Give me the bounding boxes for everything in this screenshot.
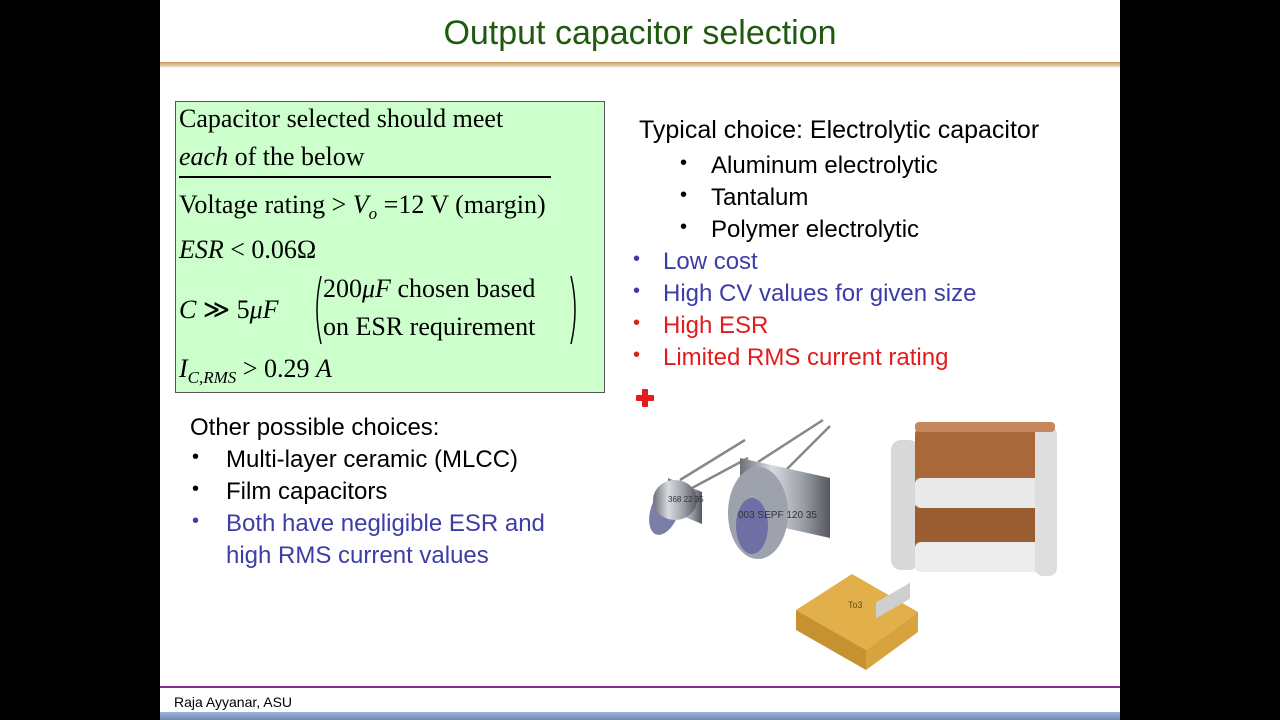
other-item-2: Film capacitors xyxy=(226,478,388,505)
esr-var: ESR xyxy=(179,235,224,264)
note-rest: chosen based xyxy=(390,274,536,303)
large-cap-marking: 003 SEPF 120 35 xyxy=(738,510,817,521)
voltage-var: V xyxy=(352,190,369,219)
requirements-intro-line1: Capacitor selected should meet xyxy=(179,104,504,133)
type-bullet-1: • xyxy=(680,152,688,174)
irms-var: I xyxy=(179,354,188,383)
voltage-sub: o xyxy=(368,204,378,224)
typical-heading: Typical choice: Electrolytic capacitor xyxy=(639,116,1040,144)
tantalum-capacitor-image: To3 xyxy=(796,574,918,670)
note-value: 200 xyxy=(323,274,362,303)
left-paren-icon xyxy=(316,275,322,345)
irms-sub: C,RMS xyxy=(187,368,237,388)
other-note-line2: high RMS current values xyxy=(226,542,489,569)
requirements-divider xyxy=(179,176,551,178)
pro-bullet-1: • xyxy=(633,248,641,270)
c-unit: μF xyxy=(249,295,279,324)
irms-value: > 0.29 xyxy=(236,354,316,383)
voltage-value: =12 V (margin) xyxy=(377,190,546,219)
capacitance-requirement: C ≫ 5μF xyxy=(179,295,279,325)
note-line2: on ESR requirement xyxy=(323,312,536,341)
con-item-2: Limited RMS current rating xyxy=(663,344,949,371)
esr-value: < 0.06Ω xyxy=(223,235,317,264)
footer-author: Raja Ayyanar, ASU xyxy=(174,694,293,710)
emphasis-each: each xyxy=(179,142,229,171)
mlcc-image xyxy=(891,422,1057,576)
esr-requirement: ESR < 0.06Ω xyxy=(179,235,316,265)
tantalum-marking: To3 xyxy=(848,600,863,610)
con-item-1: High ESR xyxy=(663,312,769,339)
c-value: ≫ 5 xyxy=(196,295,250,324)
other-item-1: Multi-layer ceramic (MLCC) xyxy=(226,446,519,473)
type-item-2: Tantalum xyxy=(711,184,809,211)
type-bullet-3: • xyxy=(680,216,688,238)
intro-rest: of the below xyxy=(228,142,365,171)
note-unit: μF xyxy=(362,274,391,303)
irms-requirement: IC,RMS > 0.29 A xyxy=(179,354,332,388)
footer-divider xyxy=(160,686,1120,688)
other-bullet-3: • xyxy=(192,510,200,532)
type-item-3: Polymer electrolytic xyxy=(711,216,920,243)
con-bullet-1: • xyxy=(633,312,641,334)
pro-item-1: Low cost xyxy=(663,248,758,275)
pro-bullet-2: • xyxy=(633,280,641,302)
other-note-line1: Both have negligible ESR and xyxy=(226,510,545,537)
type-item-1: Aluminum electrolytic xyxy=(711,152,938,179)
right-paren-icon xyxy=(570,275,576,345)
electrolytic-capacitors-image: 368 22 35 003 SEPF 120 35 xyxy=(649,418,831,559)
other-bullet-2: • xyxy=(192,478,200,500)
note-line1: 200μF chosen based xyxy=(323,274,535,304)
con-bullet-2: • xyxy=(633,344,641,366)
c-var: C xyxy=(179,295,197,324)
requirements-box: Capacitor selected should meet each of t… xyxy=(175,101,605,393)
requirements-intro-line2: each of the below xyxy=(179,142,365,172)
other-heading: Other possible choices: xyxy=(190,414,440,441)
title-divider xyxy=(160,62,1120,68)
slide-title: Output capacitor selection xyxy=(443,14,837,52)
small-cap-marking: 368 22 35 xyxy=(668,495,704,504)
type-bullet-2: • xyxy=(680,184,688,206)
capacitance-note: 200μF chosen based on ESR requirement xyxy=(311,274,583,346)
slide: Output capacitor selection Capacitor sel… xyxy=(160,0,1120,720)
voltage-requirement: Voltage rating > Vo =12 V (margin) xyxy=(179,190,546,224)
pro-item-2: High CV values for given size xyxy=(663,280,977,307)
other-bullet-1: • xyxy=(192,446,200,468)
taskbar-strip xyxy=(160,712,1120,720)
voltage-prefix: Voltage rating > xyxy=(179,190,353,219)
red-cross-icon xyxy=(636,389,654,407)
irms-unit: A xyxy=(315,354,332,383)
